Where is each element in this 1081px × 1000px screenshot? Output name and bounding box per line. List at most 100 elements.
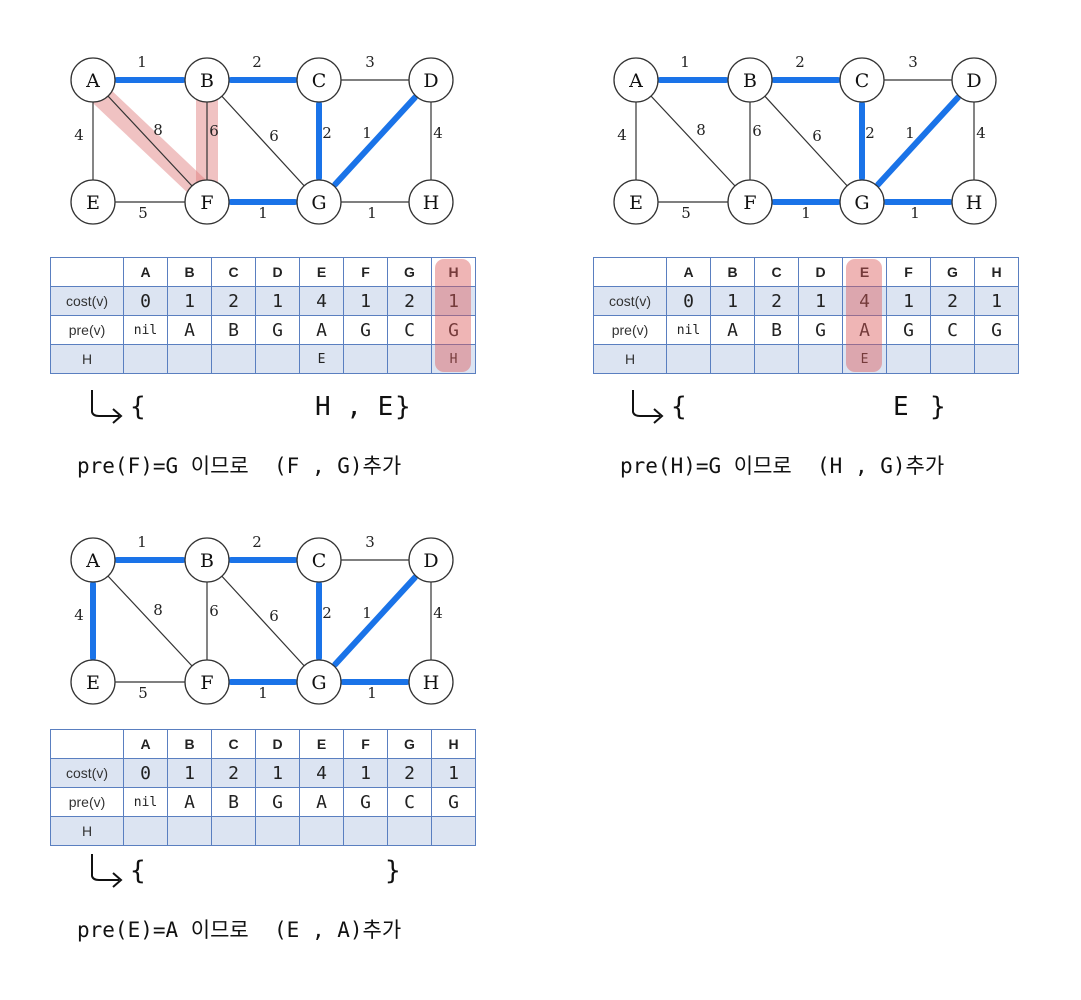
edge-weight-gh: 1	[367, 204, 377, 222]
node-e: E	[70, 659, 116, 705]
cell-e	[299, 816, 344, 846]
cell-f	[343, 344, 388, 374]
node-c: C	[839, 57, 885, 103]
edge-weight-fg: 1	[801, 204, 811, 222]
set-close-brace: }	[395, 392, 411, 422]
edge-weight-dh: 4	[433, 604, 443, 622]
svg-text:G: G	[311, 192, 326, 214]
edge-weight-bg: 6	[812, 127, 822, 145]
cell-h	[974, 344, 1019, 374]
cell-a: nil	[123, 787, 168, 817]
cell-g	[387, 344, 432, 374]
node-g: G	[296, 659, 342, 705]
svg-text:D: D	[423, 550, 438, 572]
cell-f: G	[343, 787, 388, 817]
cell-d: G	[255, 315, 300, 345]
edge-weight-ef: 5	[681, 204, 691, 222]
edge-weight-bg: 6	[269, 607, 279, 625]
set-open-brace: {	[130, 392, 146, 422]
svg-text:G: G	[311, 672, 326, 694]
edge-bg	[206, 559, 320, 683]
cell-c: 2	[211, 286, 256, 316]
set-close-brace: }	[930, 392, 946, 422]
arrow-icon	[91, 854, 123, 888]
cell-e: 4	[299, 758, 344, 788]
svg-text:C: C	[312, 550, 327, 572]
cell-h	[431, 816, 476, 846]
cell-b	[167, 816, 212, 846]
cell-f: 1	[886, 286, 931, 316]
cell-d: 1	[798, 286, 843, 316]
edge-weight-cg: 2	[322, 604, 332, 622]
cell-e: E	[842, 344, 887, 374]
cell-f	[886, 344, 931, 374]
node-g: G	[296, 179, 342, 225]
column-header-b: B	[167, 729, 212, 759]
edge-weight-ab: 1	[137, 53, 147, 71]
step-note: pre(E)=A 이므로 (E , A)추가	[77, 918, 402, 942]
svg-text:F: F	[200, 672, 213, 694]
row-label	[593, 257, 667, 287]
row-label: cost(v)	[50, 286, 124, 316]
edge-weight-gh: 1	[367, 684, 377, 702]
edge-weight-cd: 3	[365, 533, 375, 551]
column-header-e: E	[299, 729, 344, 759]
cell-b: 1	[167, 758, 212, 788]
cell-g	[387, 816, 432, 846]
node-c: C	[296, 57, 342, 103]
cell-f	[343, 816, 388, 846]
mst-edge-dg	[875, 94, 961, 188]
column-header-h: H	[974, 257, 1019, 287]
edge-weight-dg: 1	[905, 124, 915, 142]
svg-text:B: B	[200, 70, 214, 92]
svg-text:A: A	[85, 550, 100, 572]
cell-e: A	[299, 315, 344, 345]
edge-weight-fg: 1	[258, 204, 268, 222]
cell-h: G	[431, 315, 476, 345]
cell-d: 1	[255, 758, 300, 788]
column-header-a: A	[123, 257, 168, 287]
arrow-icon	[91, 390, 123, 424]
cell-d: 1	[255, 286, 300, 316]
highlight-column	[435, 259, 471, 372]
edge-weight-af: 8	[696, 121, 706, 139]
edge-weight-dg: 1	[362, 604, 372, 622]
cell-f: G	[343, 315, 388, 345]
svg-text:E: E	[629, 192, 643, 214]
svg-text:D: D	[423, 70, 438, 92]
node-a: A	[70, 57, 116, 103]
node-b: B	[184, 57, 230, 103]
column-header-h: H	[431, 257, 476, 287]
column-header-c: C	[211, 729, 256, 759]
column-header-c: C	[211, 257, 256, 287]
edge-weight-cd: 3	[365, 53, 375, 71]
column-header-d: D	[255, 729, 300, 759]
edge-weight-bf: 6	[752, 122, 762, 140]
svg-text:F: F	[743, 192, 756, 214]
cell-b: 1	[710, 286, 755, 316]
edge-weight-bc: 2	[252, 533, 262, 551]
node-g: G	[839, 179, 885, 225]
edge-bg	[749, 79, 863, 203]
edge-weight-ab: 1	[137, 533, 147, 551]
row-label	[50, 257, 124, 287]
cell-g: 2	[930, 286, 975, 316]
highlight-edge-af	[82, 77, 218, 207]
node-a: A	[613, 57, 659, 103]
column-header-f: F	[343, 729, 388, 759]
mst-edge-dg	[332, 574, 418, 668]
svg-text:H: H	[423, 672, 440, 694]
cell-h: G	[431, 787, 476, 817]
cell-g	[930, 344, 975, 374]
cell-c	[211, 816, 256, 846]
